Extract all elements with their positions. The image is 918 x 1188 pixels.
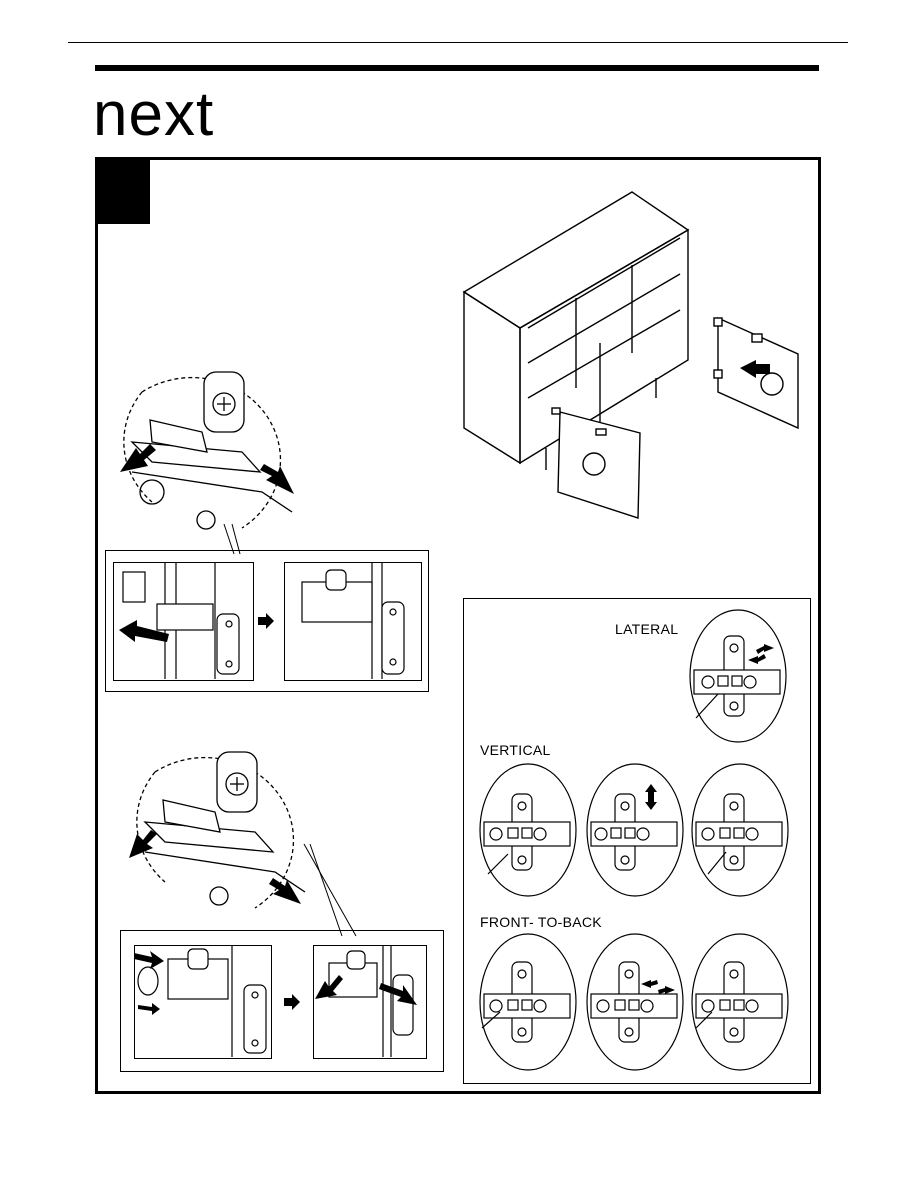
front-to-back-label: FRONT- TO-BACK — [480, 914, 602, 930]
cabinet-illustration — [460, 188, 805, 518]
lateral-adjust-oval — [688, 608, 788, 744]
hinge-detail-circle-top — [112, 362, 302, 532]
step-marker — [98, 160, 150, 224]
lateral-label: LATERAL — [615, 621, 678, 637]
front-back-adjust-oval-1 — [478, 932, 578, 1072]
hinge-clip-step-2-drawing — [284, 562, 420, 679]
hinge-release-step-1-drawing — [134, 945, 270, 1057]
front-back-adjust-oval-2 — [585, 932, 685, 1072]
vertical-adjust-oval-2 — [585, 762, 685, 898]
arrow-right-icon — [284, 994, 300, 1010]
vertical-adjust-oval-1 — [478, 762, 578, 898]
hinge-clip-step-1-drawing — [113, 562, 252, 679]
vertical-adjust-oval-3 — [690, 762, 790, 898]
front-back-adjust-oval-3 — [690, 932, 790, 1072]
connector-lines-bottom — [296, 840, 366, 940]
hinge-release-step-2-drawing — [313, 945, 425, 1057]
hinge-detail-circle-bottom — [125, 742, 315, 912]
header-rule — [68, 42, 848, 43]
brand-logo: next — [93, 84, 214, 146]
vertical-label: VERTICAL — [480, 742, 551, 758]
arrow-right-icon — [258, 613, 274, 629]
header-bar — [95, 65, 819, 71]
